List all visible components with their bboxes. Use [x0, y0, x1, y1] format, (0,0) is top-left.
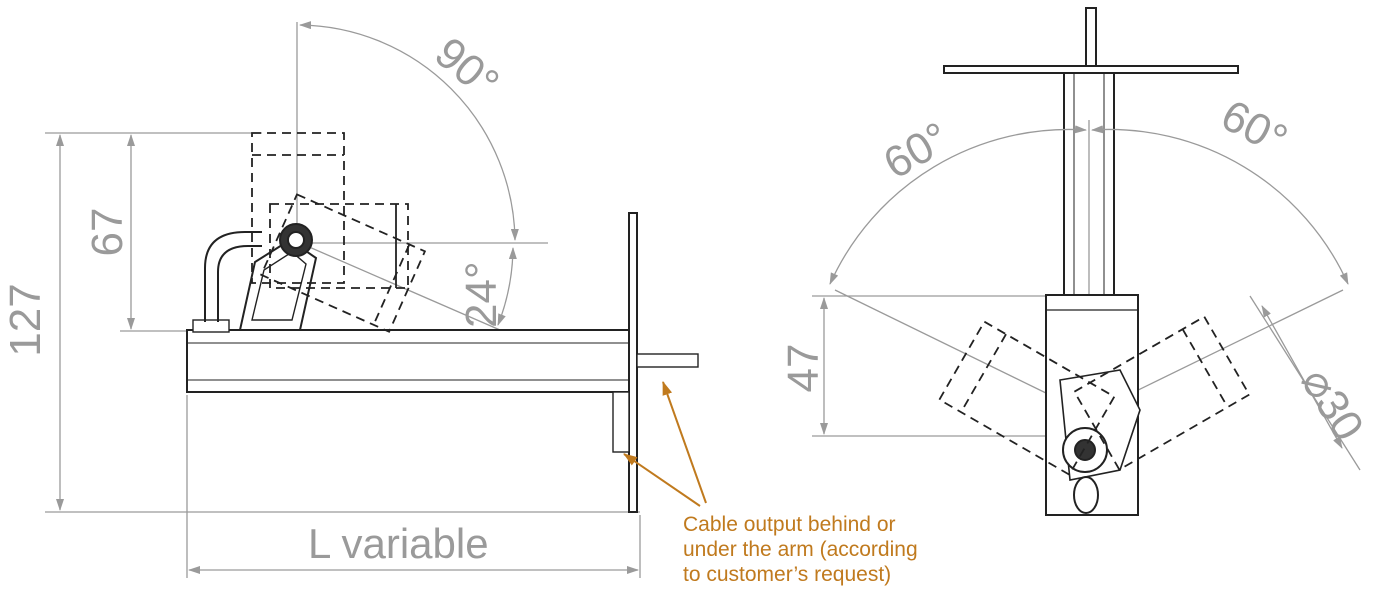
dim-24-label: 24°	[457, 261, 506, 328]
lamp-upright-dashed	[251, 132, 345, 284]
dimension-diameter	[1249, 295, 1361, 471]
dimension-24-arc	[299, 242, 517, 331]
mounting-pole	[943, 7, 1239, 296]
dimension-60-arcs	[829, 120, 1349, 396]
dim-60-left-label: 60°	[876, 113, 958, 189]
note-line-3: to customer’s request)	[683, 563, 892, 586]
front-view: 60° 60° 47 ⌀30	[779, 7, 1374, 516]
dim-diameter-label: ⌀30	[1292, 359, 1374, 449]
dim-127-label: 127	[1, 283, 50, 356]
note-line-2: under the arm (according	[683, 538, 918, 561]
side-view: 127 67 90° 24° L variable	[1, 21, 699, 578]
dim-47-label: 47	[779, 344, 828, 393]
dim-length-label: L variable	[308, 520, 489, 567]
dim-60-right-label: 60°	[1213, 91, 1295, 166]
arm-body	[186, 212, 699, 513]
dimension-length	[186, 395, 641, 578]
lamp-bracket	[238, 223, 318, 331]
lamp-tilted-dashed	[260, 193, 427, 333]
dimension-90-arc	[296, 21, 548, 244]
annotation-leaders	[623, 381, 707, 507]
cable-tube	[204, 231, 262, 322]
dim-67-label: 67	[83, 208, 132, 257]
dimension-67	[120, 134, 240, 332]
lamp-housing	[1045, 294, 1141, 516]
dimension-127	[45, 132, 640, 513]
cable-output-note: Cable output behind or under the arm (ac…	[683, 512, 1013, 587]
dim-90-label: 90°	[426, 28, 508, 108]
dimension-47	[812, 295, 1064, 437]
note-line-1: Cable output behind or	[683, 513, 896, 536]
